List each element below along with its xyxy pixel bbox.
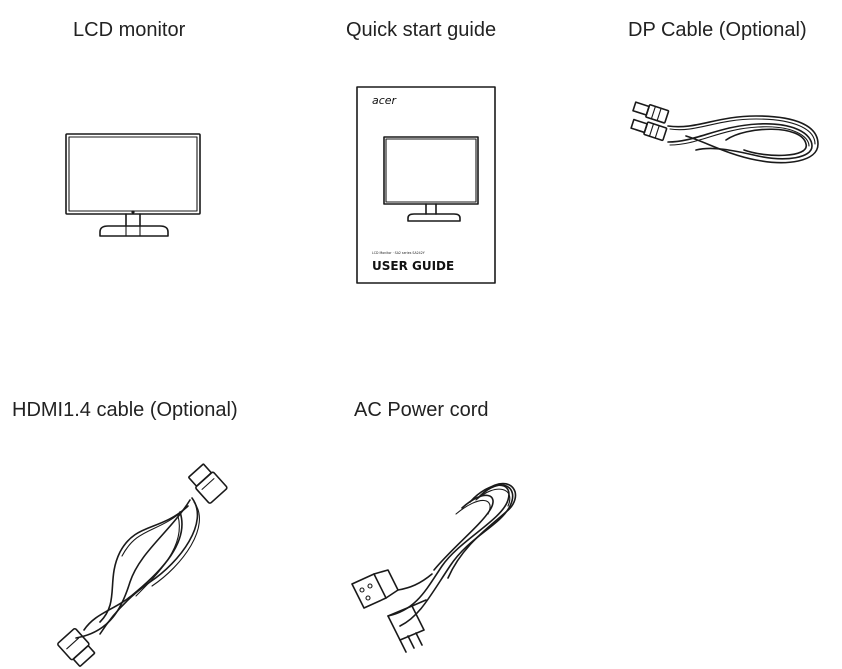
dp-cable-label: DP Cable (Optional) xyxy=(628,19,807,41)
hdmi-cable-label: HDMI1.4 cable (Optional) xyxy=(12,399,238,421)
quick-start-guide-label: Quick start guide xyxy=(346,19,497,41)
power-cord-icon xyxy=(351,482,517,653)
hdmi-cable-icon xyxy=(57,463,228,667)
ac-power-cord-label: AC Power cord xyxy=(354,399,489,421)
guide-title: USER GUIDE xyxy=(372,259,454,273)
guide-subtitle: LCD Monitor · SA2 series SA242Y xyxy=(372,251,425,255)
lcd-monitor-label: LCD monitor xyxy=(73,19,186,41)
user-guide-booklet-icon: acer LCD Monitor · SA2 series SA242Y USE… xyxy=(356,86,496,284)
dp-cable-icon xyxy=(630,101,819,164)
monitor-icon xyxy=(65,133,201,237)
guide-brand: acer xyxy=(372,94,398,107)
